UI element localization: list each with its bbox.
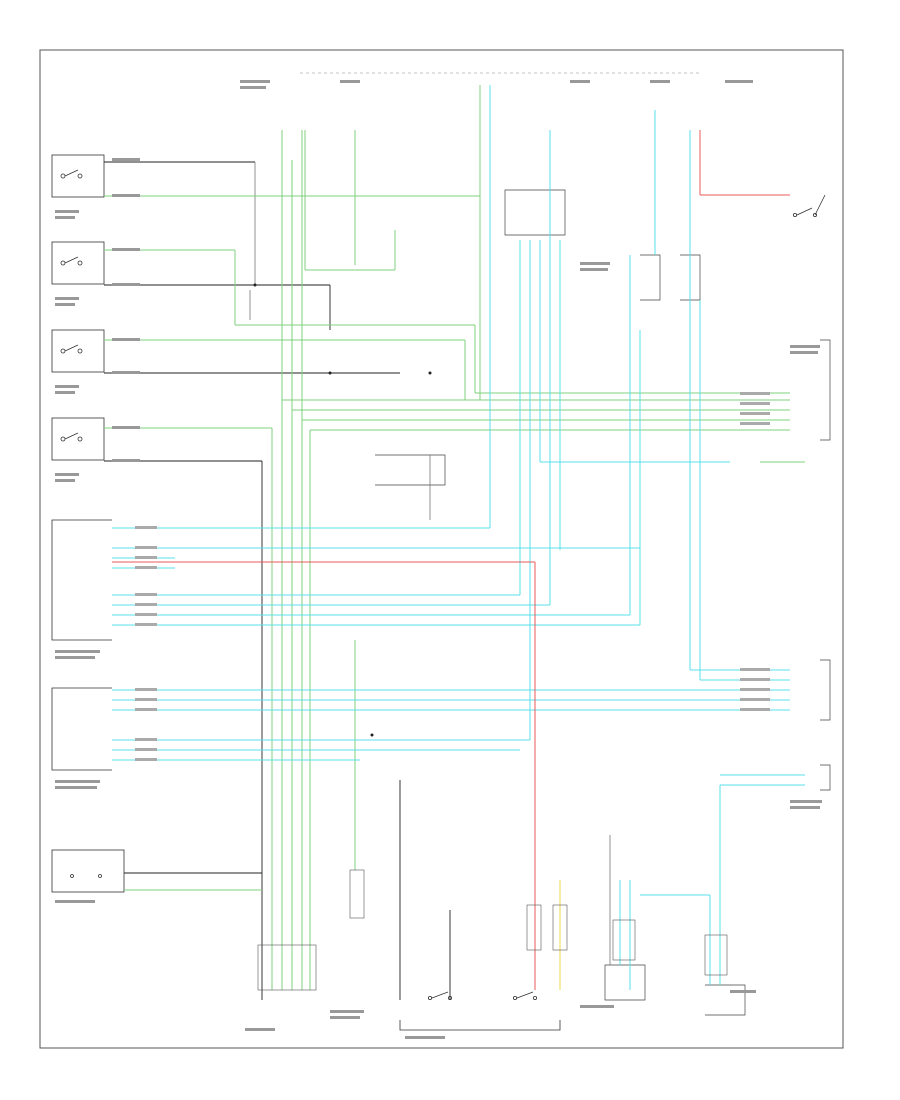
green-wires (104, 85, 805, 990)
headlight-switch (399, 991, 561, 1031)
right-front-door-switch (51, 329, 105, 373)
gray-wires (249, 162, 611, 965)
auto-light-control-sensor (51, 687, 112, 771)
left-front-door-switch (51, 417, 105, 461)
red-wires (112, 130, 790, 990)
left-rear-door-switch (51, 154, 105, 198)
dash-display (51, 849, 125, 893)
black-wires (104, 161, 451, 1000)
right-rear-door-switch (51, 241, 105, 285)
junction-dots (253, 283, 432, 737)
junction-connectors (375, 189, 831, 1016)
instrument-cluster (51, 519, 112, 641)
wire-label-marks (135, 392, 770, 761)
left-front-door-switch-right (793, 194, 826, 217)
bottom-terminals (257, 869, 728, 991)
cyan-wires (112, 85, 805, 990)
illegible-annotations (55, 80, 822, 1039)
diagram-border (39, 49, 844, 1049)
